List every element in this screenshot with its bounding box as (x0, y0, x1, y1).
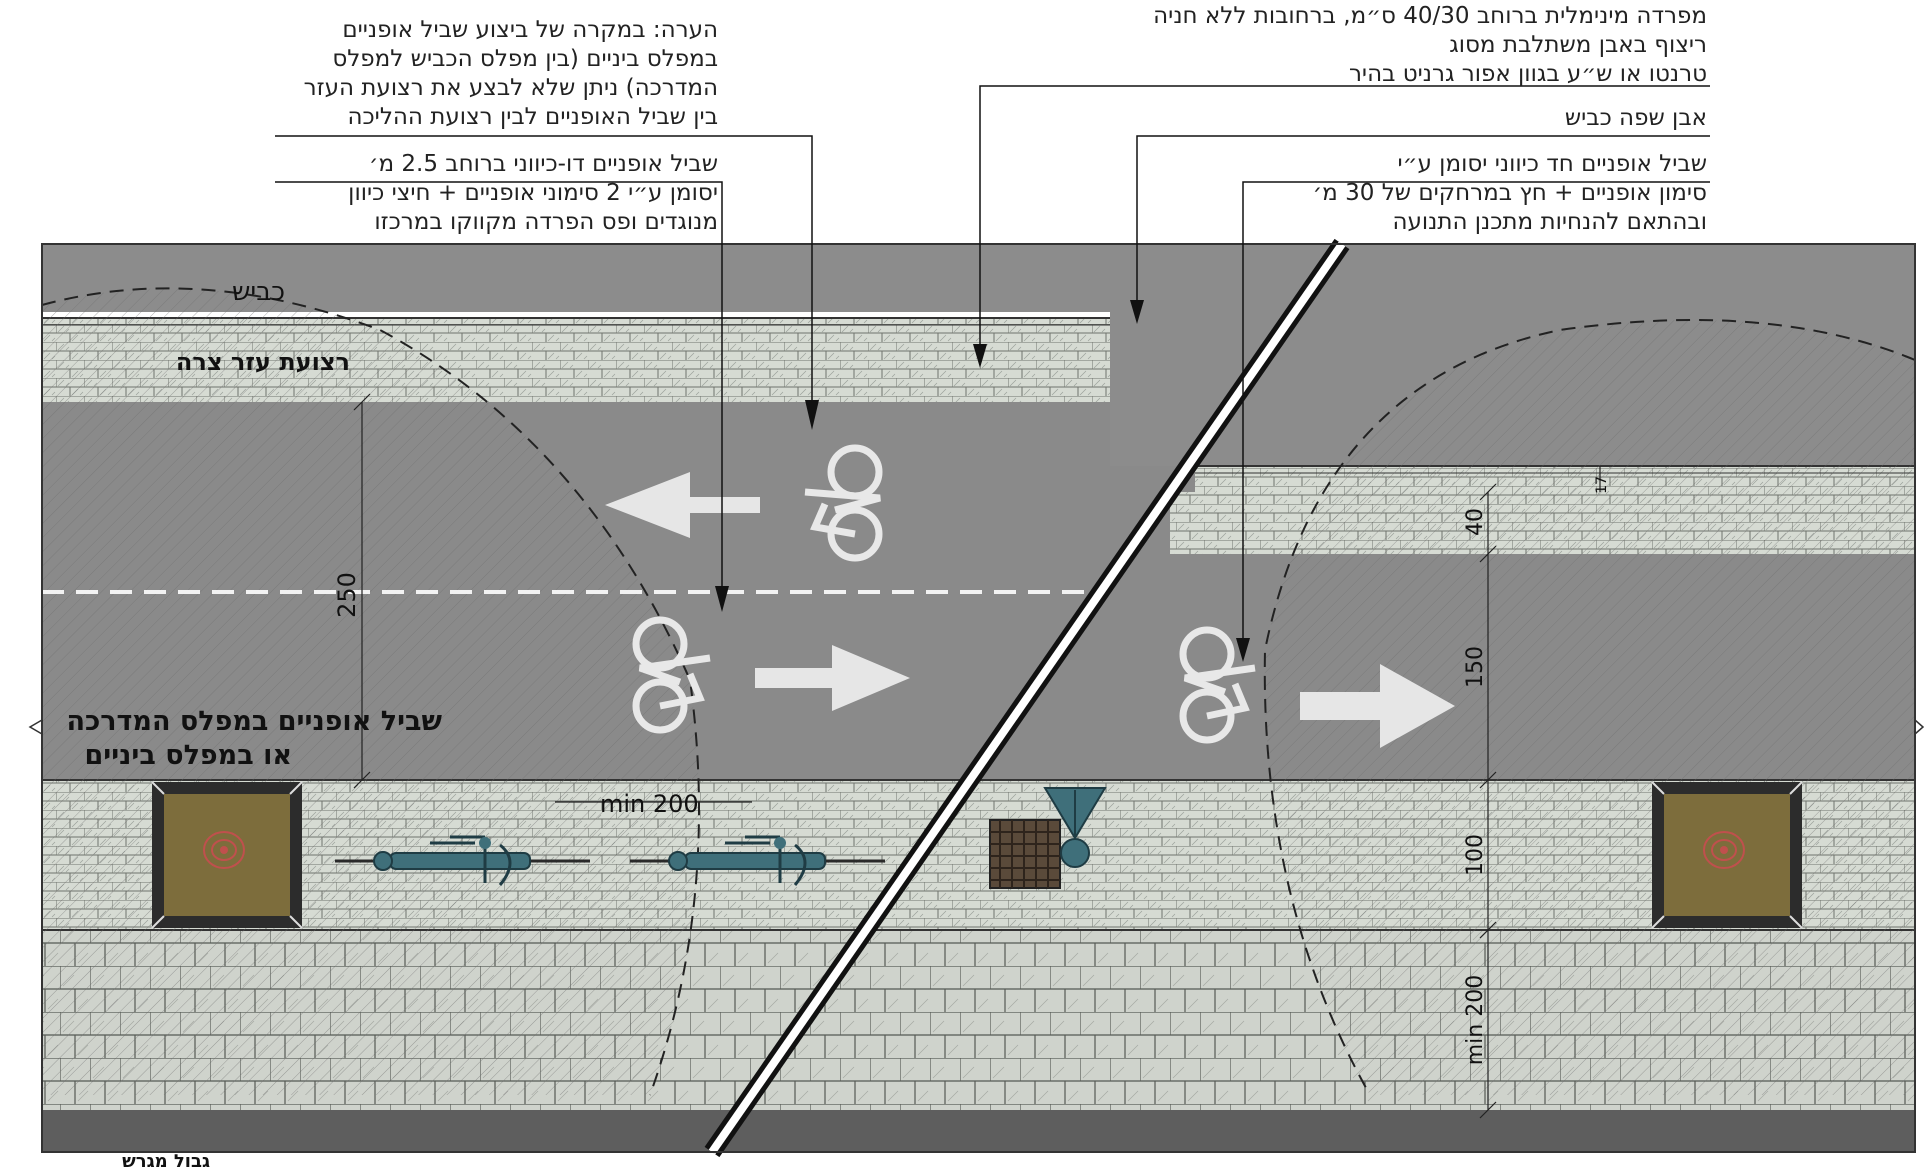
bike-path-level-label-2: או במפלס ביניים (84, 740, 292, 771)
note-line: ובהתאם להנחיות מתכנן התנועה (1392, 209, 1707, 235)
one-way-path-note: שביל אופניים חד כיווני יסומן ע״י סימון א… (1230, 150, 1707, 237)
two-way-path-note: שביל אופניים דו-כיווני ברוחב 2.5 מ׳ יסומ… (270, 150, 718, 237)
dim-100: 100 (1463, 834, 1488, 876)
tree-pit-icon (151, 781, 303, 929)
note-line: בין שביל האופניים לבין רצועת ההליכה (347, 104, 718, 130)
bike-rack-icon (630, 835, 885, 886)
bicycle-marking-icon (1179, 626, 1256, 744)
bike-path-level-label: שביל אופניים במפלס המדרכה (66, 706, 442, 737)
note-line: שביל אופניים דו-כיווני ברוחב 2.5 מ׳ (368, 151, 718, 177)
tree-pit-icon (1651, 781, 1803, 929)
manhole-icon (989, 819, 1061, 889)
note-line: המדרכה) ניתן שלא לבצע את רצועת העזר (303, 75, 718, 101)
note-line: יסומן ע״י 2 סימוני אופניים + חיצי כיוון (348, 180, 718, 206)
section-break-line (704, 238, 1350, 1158)
dim-min-200-vertical: min 200 (1463, 975, 1488, 1065)
note-line: שביל אופניים חד כיווני יסומן ע״י (1397, 151, 1708, 177)
curb-note: אבן שפה כביש (1300, 104, 1707, 133)
separator-note: מפרדה מינימלית ברוחב 40/30 ס״מ, ברחובות … (1035, 2, 1707, 89)
building-edge (42, 1110, 1915, 1152)
left-dashed-arc (41, 287, 700, 1096)
dim-150: 150 (1463, 646, 1488, 688)
emergency-strip-label: רצועת עזר צרה (176, 348, 350, 376)
dimension-labels: 250 17 40 150 100 min 200 min 200 (333, 476, 1610, 1065)
note-line: ריצוף באבן משתלבת מסוג (1449, 32, 1707, 58)
leader-arrowheads (715, 300, 1250, 662)
right-dashed-arc (1263, 319, 1916, 1096)
note-line: במפלס ביניים (בין מפלס הכביש למפלס (332, 46, 718, 72)
bicycle-marking-icon (632, 616, 711, 734)
direction-arrow-icon (755, 645, 910, 711)
dim-40: 40 (1463, 508, 1488, 536)
bottom-cut-label: גבול מגרש (122, 1151, 210, 1168)
dimension-lines (353, 393, 1601, 1119)
dim-250: 250 (333, 572, 361, 618)
note-line: הערה: במקרה של ביצוע שביל אופניים (342, 17, 718, 43)
road-label: כביש (232, 277, 285, 307)
direction-arrow-icon (1300, 664, 1455, 748)
dim-min-200-horizontal: min 200 (600, 790, 699, 818)
note-line: מנוגדים ופס הפרדה מקווקו במרכזו (374, 209, 718, 235)
direction-arrow-icon (605, 472, 760, 538)
note-line: טרנטו או ש״ע בגוון אפור גרניט בהיר (1348, 61, 1707, 87)
bike-rack-icon (335, 835, 590, 886)
dim-17: 17 (1594, 476, 1610, 494)
leader-lines (275, 85, 1710, 650)
bicycle-marking-icon (804, 444, 883, 562)
intermediate-level-note: הערה: במקרה של ביצוע שביל אופניים במפלס … (230, 16, 718, 132)
note-line: סימון אופניים + חץ במרחקים של 30 מ׳ (1312, 180, 1707, 206)
note-line: אבן שפה כביש (1564, 105, 1707, 131)
plan-labels: כביש רצועת עזר צרה שביל אופניים במפלס המ… (66, 277, 442, 1168)
street-lamp-icon (1043, 787, 1107, 868)
note-line: מפרדה מינימלית ברוחב 40/30 ס״מ, ברחובות … (1153, 3, 1707, 29)
